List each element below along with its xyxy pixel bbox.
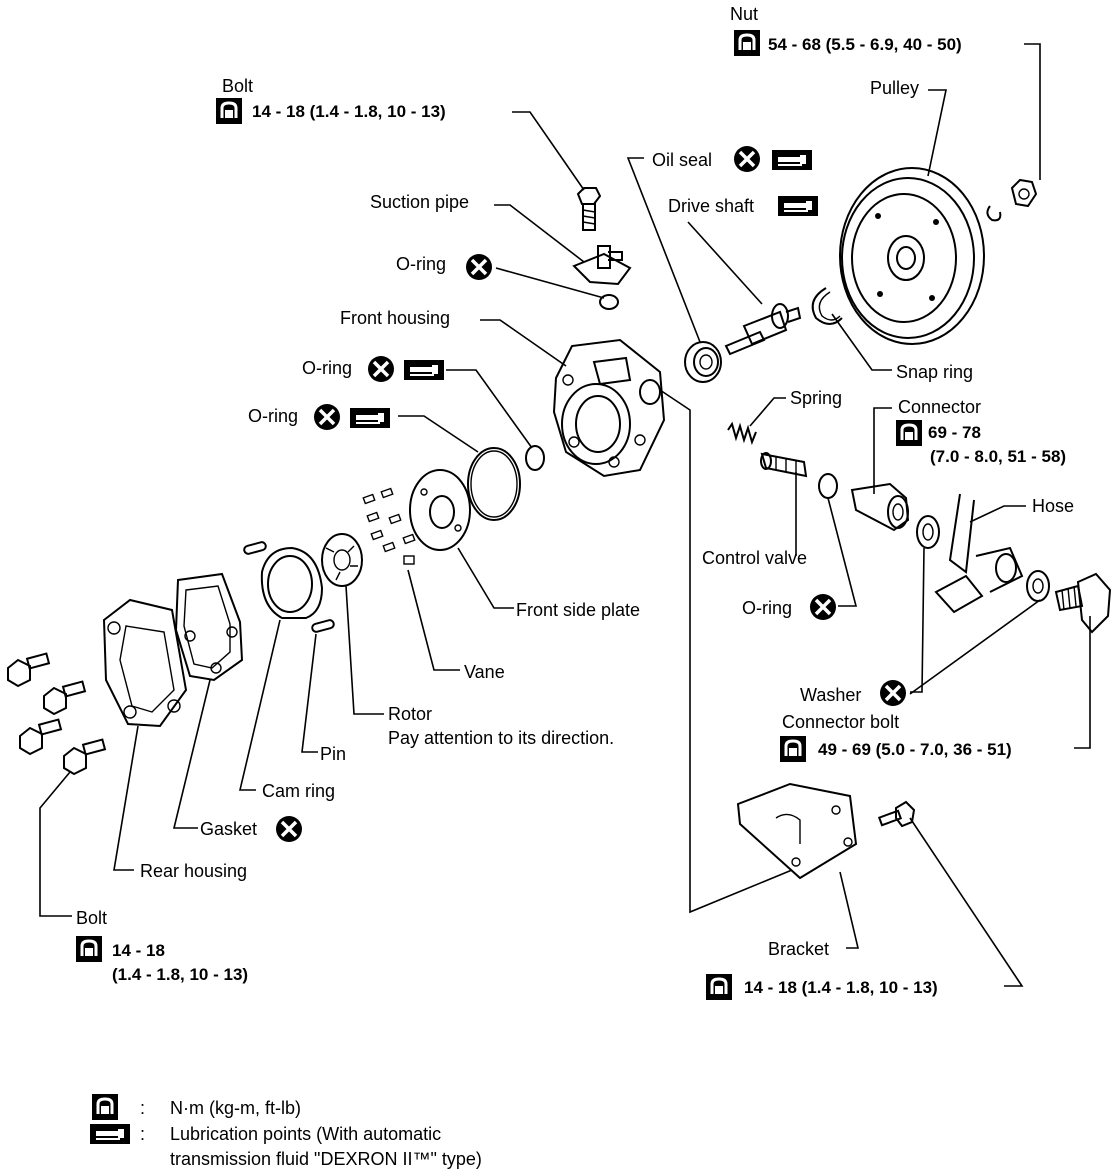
connector-bolt-part	[1054, 572, 1112, 634]
oil-seal-label: Oil seal	[652, 150, 712, 170]
cam-ring-part	[260, 546, 324, 619]
o-ring-1-lubricate-icon	[403, 359, 445, 381]
cam-ring-label: Cam ring	[262, 781, 335, 801]
top-bolt-label: Bolt	[222, 76, 253, 96]
connector-torque-icon	[894, 418, 924, 448]
top-o-ring-replace-icon	[464, 252, 494, 282]
rear-bolt-parts	[7, 652, 107, 776]
bottom-bolt-torque-value-1: 14 - 18	[112, 941, 165, 960]
bottom-bolt-torque-icon	[74, 934, 104, 964]
large-o-ring-part	[467, 447, 521, 521]
nut-torque-value: 54 - 68 (5.5 - 6.9, 40 - 50)	[768, 35, 962, 54]
pulley-label: Pulley	[870, 78, 919, 98]
nut-part	[1010, 178, 1038, 208]
connector-label: Connector	[898, 397, 981, 417]
nut-torque-icon	[732, 28, 762, 58]
leader-lines	[39, 43, 1091, 987]
connector-bolt-torque-icon	[778, 734, 808, 764]
nut-label: Nut	[730, 4, 758, 24]
lock-washer-part	[986, 205, 1002, 222]
drive-shaft-lubricate-icon	[777, 195, 819, 217]
rear-housing-part	[102, 598, 188, 728]
rotor-part	[321, 533, 363, 587]
gasket-part	[174, 572, 244, 682]
oil-seal-part	[684, 341, 722, 383]
washer-label: Washer	[800, 685, 861, 705]
o-ring-1-label: O-ring	[302, 358, 352, 378]
control-valve-label: Control valve	[702, 548, 807, 568]
bottom-bolt-label: Bolt	[76, 908, 107, 928]
drive-shaft-label: Drive shaft	[668, 196, 754, 216]
pin-parts	[243, 541, 335, 633]
legend-lubrication-text-1: Lubrication points (With automatic	[170, 1124, 441, 1144]
rear-housing-label: Rear housing	[140, 861, 247, 881]
bracket-label: Bracket	[768, 939, 829, 959]
top-bolt-torque-value: 14 - 18 (1.4 - 1.8, 10 - 13)	[252, 102, 446, 121]
front-side-plate-part	[409, 469, 471, 551]
bolt-washer-part	[1026, 570, 1050, 602]
small-o-ring-part	[525, 445, 545, 471]
legend-lubrication-separator: :	[140, 1124, 145, 1144]
legend-lubrication-icon	[89, 1123, 131, 1145]
oil-seal-replace-icon	[732, 144, 762, 174]
bracket-torque-value: 14 - 18 (1.4 - 1.8, 10 - 13)	[744, 978, 938, 997]
bracket-part	[736, 782, 858, 880]
connector-washer-part	[916, 515, 940, 549]
top-bolt-torque-icon	[214, 96, 244, 126]
snap-ring-part	[811, 287, 843, 325]
o-ring-1-replace-icon	[366, 354, 396, 384]
hose-label: Hose	[1032, 496, 1074, 516]
legend-torque-text: N·m (kg-m, ft-lb)	[170, 1098, 301, 1118]
pulley-part	[839, 167, 985, 345]
gasket-label: Gasket	[200, 819, 257, 839]
gasket-replace-icon	[274, 814, 304, 844]
bracket-torque-icon	[704, 972, 734, 1002]
o-ring-2-replace-icon	[312, 402, 342, 432]
top-o-ring-label: O-ring	[396, 254, 446, 274]
rotor-label: Rotor	[388, 704, 432, 724]
suction-pipe-part	[572, 245, 632, 286]
legend-torque-separator: :	[140, 1098, 145, 1118]
front-side-plate-label: Front side plate	[516, 600, 640, 620]
front-housing-label: Front housing	[340, 308, 450, 328]
snap-ring-label: Snap ring	[896, 362, 973, 382]
o-ring-2-lubricate-icon	[349, 407, 391, 429]
front-housing-part	[552, 338, 666, 478]
bracket-bolt-part	[877, 800, 916, 828]
vane-parts	[362, 487, 416, 565]
control-valve-part	[760, 452, 808, 478]
bottom-bolt-torque-value-2: (1.4 - 1.8, 10 - 13)	[112, 965, 248, 984]
legend: : N·m (kg-m, ft-lb) : Lubrication points…	[89, 1092, 482, 1169]
o-ring-2-label: O-ring	[248, 406, 298, 426]
connector-part	[850, 482, 910, 532]
rotor-note: Pay attention to its direction.	[388, 728, 614, 748]
spring-label: Spring	[790, 388, 842, 408]
connector-bolt-label: Connector bolt	[782, 712, 899, 732]
control-valve-o-ring-replace-icon	[808, 592, 838, 622]
top-bolt-part	[576, 187, 602, 231]
washer-replace-icon	[878, 678, 908, 708]
drive-shaft-part	[724, 303, 802, 356]
hose-part	[934, 493, 1024, 614]
legend-torque-icon	[90, 1092, 120, 1122]
connector-bolt-torque-value: 49 - 69 (5.0 - 7.0, 36 - 51)	[818, 740, 1012, 759]
connector-torque-value-1: 69 - 78	[928, 423, 981, 442]
suction-pipe-label: Suction pipe	[370, 192, 469, 212]
oil-seal-lubricate-icon	[771, 149, 813, 171]
pin-label: Pin	[320, 744, 346, 764]
vane-label: Vane	[464, 662, 505, 682]
legend-lubrication-text-2: transmission fluid "DEXRON II™" type)	[170, 1149, 482, 1169]
control-valve-o-ring-label: O-ring	[742, 598, 792, 618]
suction-o-ring-part	[599, 294, 619, 310]
spring-part	[727, 421, 757, 446]
control-valve-o-ring-part	[818, 473, 838, 499]
connector-torque-value-2: (7.0 - 8.0, 51 - 58)	[930, 447, 1066, 466]
